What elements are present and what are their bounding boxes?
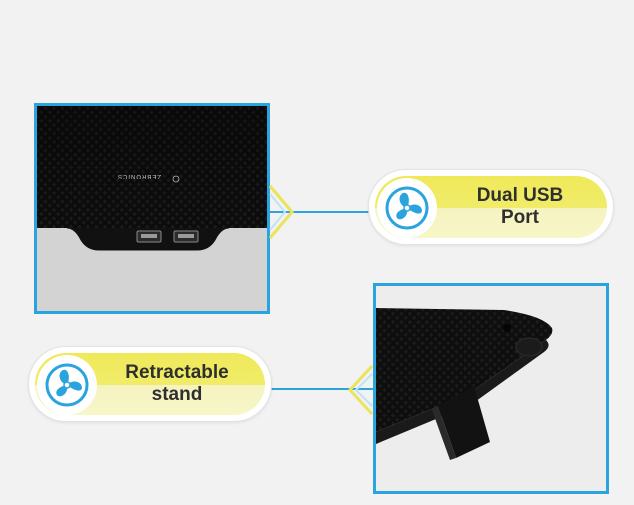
stand-chevron-icon [348, 364, 374, 416]
brand-logo-text: ZEBRONICS [117, 173, 162, 179]
stand-photo [373, 283, 609, 494]
fan-icon [377, 178, 437, 238]
retractable-stand-illustration [376, 286, 606, 491]
usb-port-photo: ZEBRONICS [34, 103, 270, 314]
brand-logo-icon [172, 175, 180, 183]
stand-callout-label: Retractable stand [125, 362, 229, 405]
stand-callout: Retractable stand [28, 346, 272, 422]
usb-chevron-icon [268, 185, 294, 239]
usb-callout: Dual USB Port [368, 169, 614, 245]
usb-connector-line [270, 211, 370, 213]
usb-callout-label: Dual USB Port [476, 185, 564, 228]
stand-connector-line [268, 388, 376, 390]
stand-leg [438, 386, 490, 458]
usb-port-illustration [37, 106, 267, 311]
fan-icon [37, 355, 97, 415]
